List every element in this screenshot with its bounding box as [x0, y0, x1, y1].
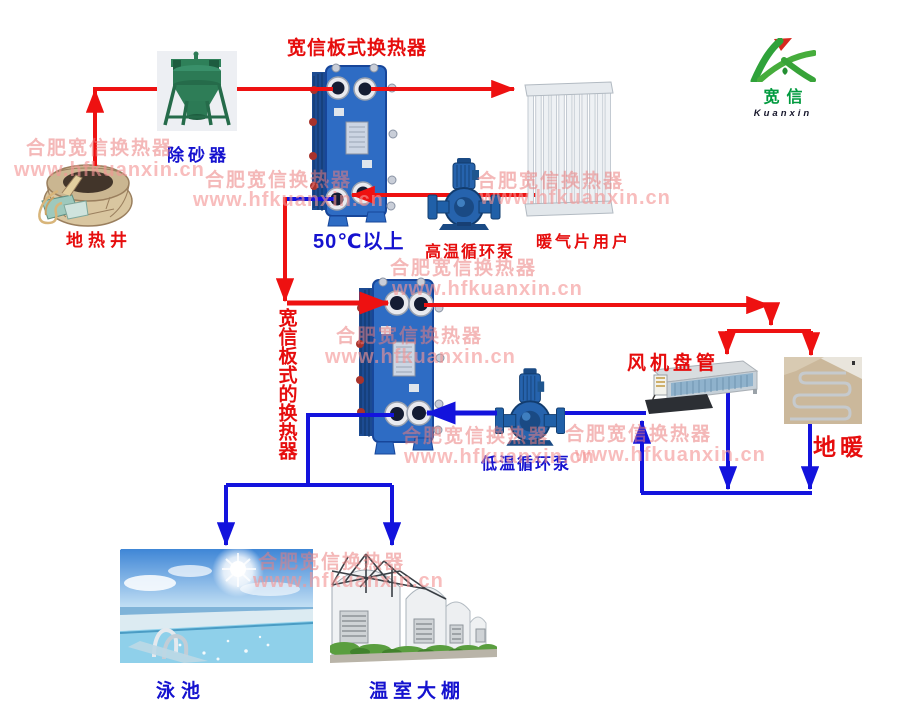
label-temperature-note: 50℃以上 — [313, 231, 405, 253]
sand-remover-image — [157, 51, 237, 131]
geothermal-well-image — [38, 164, 133, 227]
fan-coil-image — [645, 360, 759, 414]
label-floor-heating: 地暖 — [813, 434, 867, 460]
label-plate-exchanger-vertical: 宽信板式的换热器 — [275, 308, 297, 460]
label-radiator-user: 暖气片用户 — [536, 234, 632, 251]
low-temp-pump-image — [495, 368, 565, 446]
heat-exchanger-1-image — [309, 63, 398, 227]
label-fan-coil: 风机盘管 — [627, 353, 720, 374]
logo-text-en: Kuanxin — [753, 108, 813, 119]
floor-heating-image — [784, 357, 862, 424]
greenhouse-image — [330, 549, 497, 663]
label-high-temp-pump: 高温循环泵 — [425, 244, 516, 261]
high-temp-pump-image — [427, 158, 501, 230]
label-greenhouse: 温室大棚 — [369, 681, 466, 702]
kuanxin-logo-mark — [750, 38, 816, 82]
label-pool: 泳池 — [156, 681, 207, 702]
logo-text-cn: 宽信 — [763, 89, 810, 106]
pipe-hx2-out-cold — [306, 413, 394, 485]
label-sand-remover: 除砂器 — [167, 146, 230, 165]
label-geothermal-well: 地热井 — [66, 231, 132, 250]
radiator-image — [524, 81, 614, 217]
heat-exchanger-2-image — [356, 277, 445, 455]
diagram-title: 宽信板式换热器 — [287, 38, 428, 59]
pool-image — [120, 549, 313, 663]
kuanxin-logo: 宽信 Kuanxin — [747, 38, 819, 119]
label-low-temp-pump: 低温循环泵 — [481, 456, 572, 473]
